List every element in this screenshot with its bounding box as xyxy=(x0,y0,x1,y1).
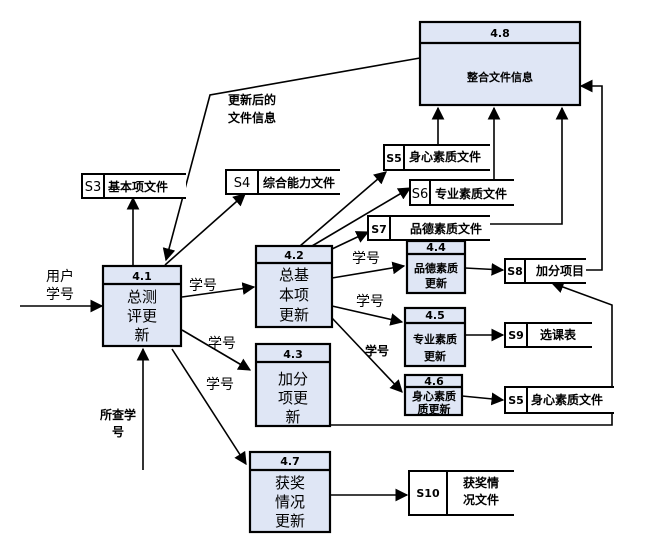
label-query-id-2: 号 xyxy=(112,424,124,439)
store-s10-code: S10 xyxy=(416,487,440,500)
store-s7[interactable]: S7 品德素质文件 xyxy=(367,215,490,241)
store-s7-code: S7 xyxy=(371,223,387,236)
store-s3-code: S3 xyxy=(85,180,102,195)
store-s5-bottom-name: 身心素质文件 xyxy=(531,392,603,407)
store-s10-line2: 况文件 xyxy=(463,492,499,507)
flow-46-to-s5b xyxy=(461,392,505,406)
process-4-7-line2: 情况 xyxy=(275,493,305,511)
store-s4-name: 综合能力文件 xyxy=(263,175,335,190)
label-flow-42-46: 学号 xyxy=(365,343,389,358)
process-4-7-id: 4.7 xyxy=(280,455,300,468)
store-s3[interactable]: S3 基本项文件 xyxy=(81,173,186,199)
process-4-4-line1: 品德素质 xyxy=(414,261,458,275)
flow-lines xyxy=(20,57,613,502)
flow-42-to-44 xyxy=(331,261,406,279)
process-4-5-line1: 专业素质 xyxy=(413,332,457,346)
flow-42-to-46 xyxy=(331,317,403,393)
flow-41-to-s4 xyxy=(164,193,246,266)
process-4-2-id: 4.2 xyxy=(284,249,304,262)
store-s6-name: 专业素质文件 xyxy=(435,186,507,201)
flow-48-to-41 xyxy=(162,57,421,262)
process-4-8[interactable]: 4.8 整合文件信息 xyxy=(418,20,582,107)
flow-41-to-43 xyxy=(181,329,252,371)
store-s10[interactable]: S10 获奖情 况文件 xyxy=(408,470,514,516)
label-updated-info-1: 更新后的 xyxy=(228,92,276,107)
store-s6[interactable]: S6 专业素质文件 xyxy=(409,179,514,206)
flow-42-to-s5 xyxy=(299,171,387,247)
label-user-id-2: 学号 xyxy=(46,287,74,303)
label-flow-41-43: 学号 xyxy=(208,336,236,352)
label-user-id-1: 用户 xyxy=(46,268,74,285)
process-4-6[interactable]: 4.6 身心素质 质更新 xyxy=(403,373,464,417)
flow-s7-to-48 xyxy=(488,106,569,225)
label-updated-info-2: 文件信息 xyxy=(228,110,276,125)
process-4-2[interactable]: 4.2 总基 本项 更新 xyxy=(254,244,334,329)
store-s6-code: S6 xyxy=(412,187,429,202)
process-4-1-line1: 总测 xyxy=(127,288,157,306)
store-s5-top-code: S5 xyxy=(386,152,402,165)
process-4-3-id: 4.3 xyxy=(283,348,303,361)
flow-labels: 用户 学号 更新后的 文件信息 所查学 号 学号 学号 学号 学号 学号 学号 xyxy=(46,92,389,439)
store-s9-code: S9 xyxy=(508,329,524,342)
store-s9-name: 选课表 xyxy=(540,327,577,342)
flow-42-to-s6 xyxy=(311,187,412,247)
flow-44-to-s8 xyxy=(464,263,505,276)
store-s5-top[interactable]: S5 身心素质文件 xyxy=(383,144,490,171)
process-4-1-id: 4.1 xyxy=(132,270,152,283)
label-flow-42-44: 学号 xyxy=(352,251,380,267)
process-4-1-line3: 新 xyxy=(134,326,149,344)
process-4-6-id: 4.6 xyxy=(424,375,444,388)
store-s3-name: 基本项文件 xyxy=(107,179,168,194)
store-s5-top-name: 身心素质文件 xyxy=(409,149,481,164)
flow-43-to-s8 xyxy=(330,280,613,426)
process-4-2-line3: 更新 xyxy=(279,306,309,324)
process-4-3-line3: 新 xyxy=(285,408,300,426)
process-4-8-id: 4.8 xyxy=(490,27,510,40)
flow-41-to-42 xyxy=(181,282,256,298)
process-4-7[interactable]: 4.7 获奖 情况 更新 xyxy=(248,450,332,534)
process-4-7-line1: 获奖 xyxy=(275,474,305,492)
store-s10-line1: 获奖情 xyxy=(462,475,499,490)
flow-42-to-s7 xyxy=(331,231,370,250)
process-4-5-id: 4.5 xyxy=(425,309,445,322)
process-4-3[interactable]: 4.3 加分 项更 新 xyxy=(254,342,332,428)
process-4-3-line2: 项更 xyxy=(278,389,308,407)
label-flow-42-45: 学号 xyxy=(356,294,384,310)
process-4-1-line2: 评更 xyxy=(127,307,157,325)
process-4-6-line2: 质更新 xyxy=(418,402,451,416)
label-flow-41-42: 学号 xyxy=(189,278,217,294)
store-s5-bottom-code: S5 xyxy=(508,394,524,407)
process-4-4-id: 4.4 xyxy=(426,241,446,254)
store-s4-code: S4 xyxy=(234,176,251,191)
process-4-7-line3: 更新 xyxy=(275,512,305,530)
process-4-2-line1: 总基 xyxy=(279,266,309,284)
flow-42-to-45 xyxy=(331,305,404,326)
store-s4[interactable]: S4 综合能力文件 xyxy=(225,169,340,195)
flow-s8-to-48 xyxy=(579,79,603,271)
process-4-5-line2: 更新 xyxy=(424,349,446,363)
process-4-2-line2: 本项 xyxy=(279,286,309,304)
store-s8-name: 加分项目 xyxy=(535,263,584,278)
store-s7-name: 品德素质文件 xyxy=(410,221,482,236)
process-4-8-label: 整合文件信息 xyxy=(466,70,533,84)
store-s8[interactable]: S8 加分项目 xyxy=(504,258,586,284)
process-4-5[interactable]: 4.5 专业素质 更新 xyxy=(403,306,467,368)
label-flow-41-47: 学号 xyxy=(206,377,234,393)
process-4-3-line1: 加分 xyxy=(278,370,308,388)
store-s9[interactable]: S9 选课表 xyxy=(504,322,592,348)
store-s5-bottom[interactable]: S5 身心素质文件 xyxy=(504,386,614,414)
process-4-4[interactable]: 4.4 品德素质 更新 xyxy=(405,239,467,295)
process-4-6-line1: 身心素质 xyxy=(412,389,456,403)
label-query-id-1: 所查学 xyxy=(100,407,136,422)
flow-41-to-47 xyxy=(171,348,247,466)
process-4-4-line2: 更新 xyxy=(425,276,447,290)
store-s8-code: S8 xyxy=(507,265,523,278)
process-4-1[interactable]: 4.1 总测 评更 新 xyxy=(101,264,183,348)
